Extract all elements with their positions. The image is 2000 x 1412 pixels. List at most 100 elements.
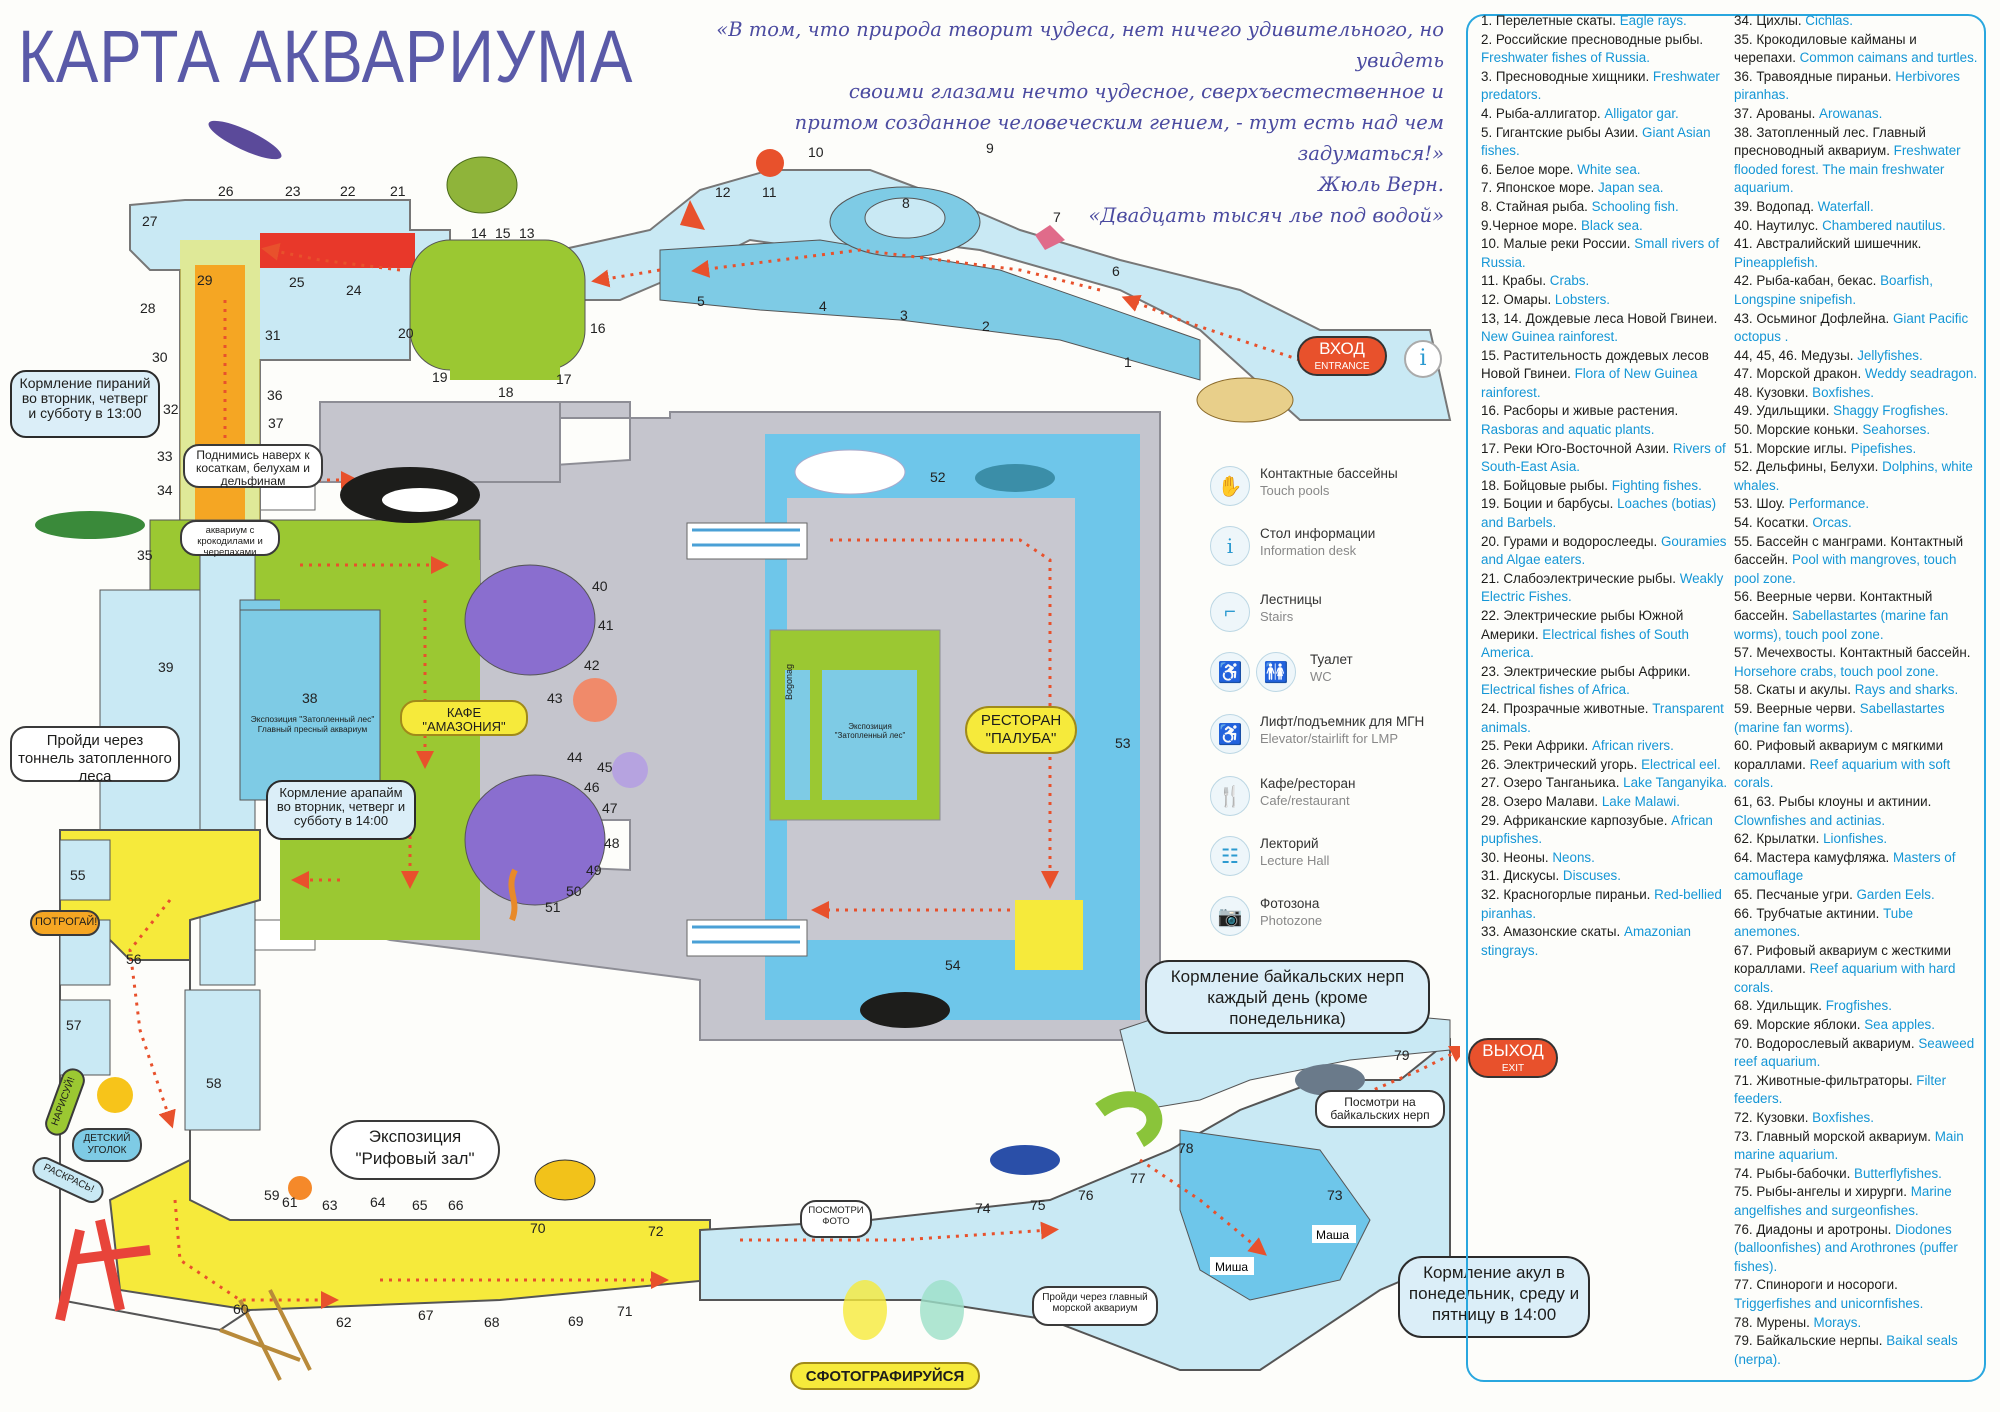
legend-item: 67. Рифовый аквариум с жесткими кораллам…	[1734, 942, 1978, 998]
legend-item: 27. Озеро Танганьика. Lake Tanganyika.	[1481, 774, 1729, 793]
legend-item: 31. Дискусы. Discuses.	[1481, 867, 1729, 886]
legend-label-en: Lecture Hall	[1260, 853, 1330, 868]
legend-item-en: Pineapplefish.	[1734, 254, 1819, 270]
svg-text:11: 11	[762, 184, 777, 200]
legend-item: 11. Крабы. Crabs.	[1481, 272, 1729, 291]
legend-item-ru: 68. Удильщик.	[1734, 998, 1826, 1014]
legend-item-en: Jellyfishes.	[1857, 347, 1923, 363]
legend-label: Туалет	[1310, 652, 1353, 667]
svg-text:6: 6	[1112, 263, 1120, 279]
legend-item-en: Masters of camouflage	[1734, 849, 1956, 884]
svg-text:21: 21	[390, 183, 406, 199]
legend-item-ru: 7. Японское море.	[1481, 180, 1598, 196]
legend-item-en: Rivers of South-East Asia.	[1481, 440, 1726, 475]
legend-item: 59. Веерные черви. Sabellastartes (marin…	[1734, 700, 1978, 737]
legend-item: 79. Байкальские нерпы. Baikal seals (ner…	[1734, 1332, 1978, 1369]
svg-text:65: 65	[412, 1197, 428, 1213]
svg-text:22: 22	[340, 183, 356, 199]
legend-item-ru: 48. Кузовки.	[1734, 384, 1813, 400]
see-photo-note[interactable]: ПОСМОТРИ ФОТО	[800, 1200, 872, 1238]
orca-icon	[340, 467, 950, 1028]
svg-text:54: 54	[945, 957, 961, 973]
svg-text:25: 25	[289, 274, 305, 290]
legend-item: 53. Шоу. Performance.	[1734, 495, 1978, 514]
legend-item-ru: 73. Главный морской аквариум.	[1734, 1128, 1935, 1144]
svg-text:42: 42	[584, 657, 600, 673]
quote-author: Жюль Верн.	[1318, 173, 1444, 196]
legend-item-en: Gouramies and Algae eaters.	[1481, 533, 1727, 568]
legend-item-en: Lake Malawi.	[1601, 793, 1681, 809]
info-icon[interactable]: i	[1404, 340, 1442, 378]
legend-item-ru: 58. Скаты и акулы.	[1734, 682, 1855, 698]
entrance-corridor	[538, 169, 1452, 421]
svg-text:28: 28	[140, 300, 156, 316]
svg-text:76: 76	[1078, 1187, 1094, 1203]
legend-item: 52. Дельфины, Белухи. Dolphins, white wh…	[1734, 458, 1978, 495]
main-marine-note: Пройди через главный морской аквариум	[1032, 1286, 1158, 1326]
legend-item-ru: 53. Шоу.	[1734, 496, 1789, 512]
info-icon: i	[1210, 526, 1250, 566]
svg-text:64: 64	[370, 1194, 386, 1210]
legend-label-en: Elevator/stairlift for LMP	[1260, 731, 1398, 746]
legend-item-en: Sabellastartes (marine fan worms), touch…	[1734, 608, 1949, 642]
legend-item-ru: 33. Амазонские скаты.	[1481, 924, 1625, 940]
svg-text:10: 10	[808, 144, 824, 160]
legend-item: 56. Веерные черви. Контактный бассейн. S…	[1734, 588, 1978, 644]
entrance-label-ru: ВХОД	[1319, 339, 1365, 358]
legend-item-en: Butterflyfishes.	[1854, 1165, 1942, 1181]
arapaima-feeding-note: Кормление арапайм во вторник, четверг и …	[266, 780, 416, 840]
photo-icon: 📷	[1210, 896, 1250, 936]
kids-corner[interactable]: ДЕТСКИЙ УГОЛОК	[72, 1128, 142, 1162]
legend-item-ru: 54. Косатки.	[1734, 515, 1813, 531]
legend-item-en: New Guinea rainforest.	[1481, 329, 1618, 345]
svg-text:2: 2	[982, 318, 990, 334]
svg-text:18: 18	[498, 384, 514, 400]
legend-item: 44, 45, 46. Медузы. Jellyfishes.	[1734, 347, 1978, 366]
svg-text:15: 15	[495, 225, 511, 241]
legend-item: 5. Гигантские рыбы Азии. Giant Asian fis…	[1481, 124, 1729, 161]
photo-zone-sign[interactable]: СФОТОГРАФИРУЙСЯ	[790, 1362, 980, 1390]
legend-item: 50. Морские коньки. Seahorses.	[1734, 421, 1978, 440]
svg-text:50: 50	[566, 883, 582, 899]
legend-item-en: Loaches (botias) and Barbels.	[1481, 496, 1717, 531]
cafe-amazonia[interactable]: КАФЕ "АМАЗОНИЯ"	[400, 700, 528, 736]
legend-item: 40. Наутилус. Chambered nautilus.	[1734, 217, 1978, 236]
legend-item-en: Flora of New Guinea rainforest.	[1481, 366, 1698, 400]
entrance-sign[interactable]: ВХОД ENTRANCE	[1297, 336, 1387, 376]
legend-item-en: Sea apples.	[1864, 1017, 1935, 1033]
legend-item: 30. Неоны. Neons.	[1481, 849, 1729, 868]
svg-text:66: 66	[448, 1197, 464, 1213]
legend-item-ru: 34. Цихлы.	[1734, 13, 1806, 28]
legend-item-ru: 44, 45, 46. Медузы.	[1734, 347, 1858, 363]
shark-masha: Маша	[1312, 1225, 1356, 1243]
exit-sign[interactable]: ВЫХОД EXIT	[1468, 1038, 1558, 1078]
legend-item-ru: 24. Прозрачные животные.	[1481, 700, 1653, 716]
elevator-icon: ♿	[1210, 714, 1250, 754]
legend-label: Лестницы	[1260, 592, 1322, 607]
reef-hall-label: Экспозиция "Рифовый зал"	[330, 1120, 500, 1180]
svg-text:70: 70	[530, 1220, 546, 1236]
legend-item: 20. Гурами и водорослееды. Gouramies and…	[1481, 533, 1729, 570]
legend-item-en: Electrical eel.	[1641, 756, 1721, 772]
svg-text:60: 60	[233, 1301, 249, 1317]
svg-text:59: 59	[264, 1187, 280, 1203]
legend-item-en: Arowanas.	[1819, 105, 1883, 121]
legend-item-ru: 74. Рыбы-бабочки.	[1734, 1165, 1855, 1181]
legend-item: 33. Амазонские скаты. Amazonian stingray…	[1481, 923, 1729, 960]
legend-item-ru: 31. Дискусы.	[1481, 868, 1563, 884]
legend-item: 18. Бойцовые рыбы. Fighting fishes.	[1481, 477, 1729, 496]
quote-line: своими глазами нечто чудесное, сверхъест…	[848, 80, 1444, 103]
legend-item-en: Small rivers of Russia.	[1481, 236, 1720, 270]
legend-item: 29. Африканские карпозубые. African pupf…	[1481, 812, 1729, 849]
legend-item-en: African rivers.	[1592, 738, 1674, 754]
legend-label-en: Information desk	[1260, 543, 1357, 558]
legend-item: 16. Расборы и живые растения. Rasboras a…	[1481, 402, 1729, 439]
legend-item-en: Boarfish, Longspine snipefish.	[1734, 273, 1933, 307]
legend-item-ru: 70. Водорослевый аквариум.	[1734, 1035, 1919, 1051]
legend-item: 76. Диадоны и аротроны. Diodones (balloo…	[1734, 1221, 1978, 1277]
restaurant-paluba[interactable]: РЕСТОРАН "ПАЛУБА"	[965, 706, 1077, 754]
legend-item-en: Giant Pacific octopus .	[1734, 310, 1969, 345]
stairs-icon: ⌐	[1210, 592, 1250, 632]
legend-item-ru: 10. Малые реки России.	[1481, 236, 1635, 252]
svg-text:13: 13	[519, 225, 535, 241]
